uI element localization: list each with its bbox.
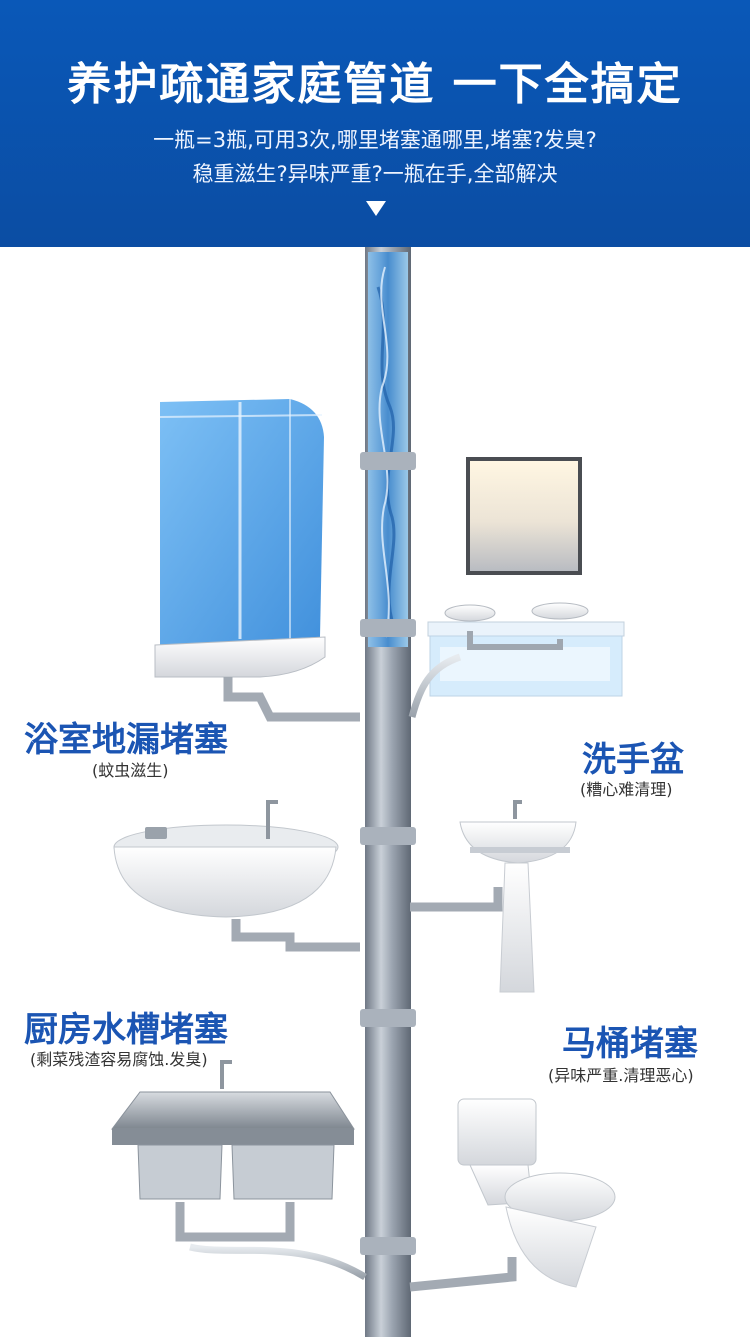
banner-subtitle-line2: 稳重滋生?异味严重?一瓶在手,全部解决	[192, 162, 558, 186]
bathtub	[113, 800, 360, 952]
main-drain-pipe	[360, 247, 416, 1337]
note-bathroom-floor-drain: (蚊虫滋生)	[92, 761, 169, 780]
triangle-down-icon	[366, 201, 386, 216]
note-washbasin: (糟心难清理)	[580, 780, 673, 799]
plumbing-illustration	[110, 247, 625, 1337]
label-bathroom-floor-drain: 浴室地漏堵塞	[24, 720, 228, 760]
label-toilet: 马桶堵塞	[562, 1024, 698, 1064]
banner-subtitle-line1: 一瓶=3瓶,可用3次,哪里堵塞通哪里,堵塞?发臭?	[153, 128, 597, 152]
label-washbasin: 洗手盆	[582, 740, 684, 780]
label-kitchen-sink: 厨房水槽堵塞	[24, 1010, 228, 1050]
toilet	[409, 1098, 616, 1292]
kitchen-sink	[110, 1060, 367, 1280]
shower-enclosure	[154, 399, 360, 722]
banner-title: 养护疏通家庭管道 一下全搞定	[67, 59, 683, 110]
mirror-vanity	[408, 457, 625, 718]
pedestal-washbasin	[410, 800, 577, 993]
header-banner: 养护疏通家庭管道 一下全搞定 一瓶=3瓶,可用3次,哪里堵塞通哪里,堵塞?发臭?…	[0, 0, 750, 247]
note-kitchen-sink: (剩菜残渣容易腐蚀.发臭)	[30, 1050, 208, 1069]
note-toilet: (异味严重.清理恶心)	[548, 1066, 694, 1085]
